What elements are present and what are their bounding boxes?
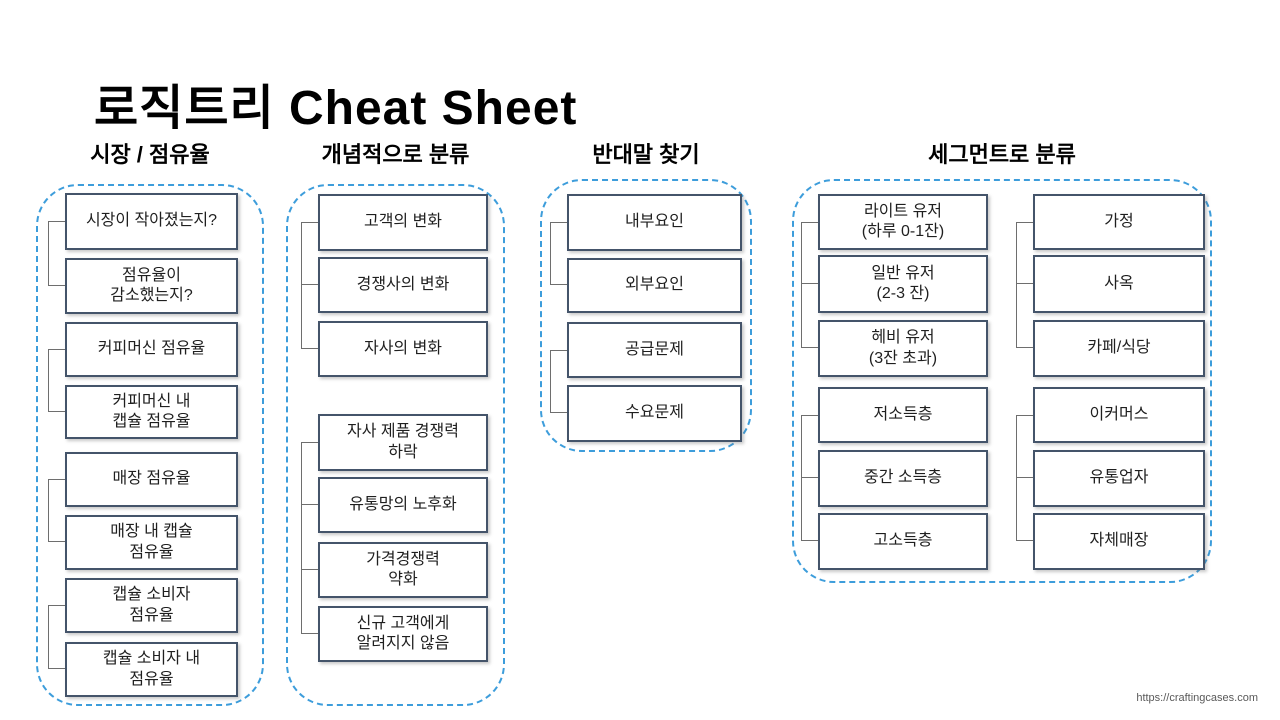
connector-bracket [801, 222, 818, 348]
footer-url: https://craftingcases.com [1136, 692, 1258, 704]
tree-node: 중간 소득층 [818, 450, 988, 507]
connector-stub [302, 504, 318, 505]
tree-node: 신규 고객에게 알려지지 않음 [318, 606, 488, 662]
tree-node: 자사의 변화 [318, 321, 488, 377]
tree-node: 공급문제 [567, 322, 742, 378]
connector-stub [1017, 477, 1033, 478]
tree-node: 유통업자 [1033, 450, 1205, 507]
connector-stub [302, 284, 318, 285]
connector-bracket [48, 479, 65, 542]
tree-node: 커피머신 내 캡슐 점유율 [65, 385, 238, 439]
connector-bracket [301, 442, 318, 634]
tree-node: 수요문제 [567, 385, 742, 442]
tree-node: 라이트 유저 (하루 0-1잔) [818, 194, 988, 250]
connector-stub [302, 569, 318, 570]
tree-container-conceptual [286, 184, 505, 706]
tree-node: 카페/식당 [1033, 320, 1205, 377]
tree-node: 이커머스 [1033, 387, 1205, 443]
column-header-opposites: 반대말 찾기 [592, 142, 700, 167]
connector-bracket [48, 605, 65, 669]
tree-node: 시장이 작아졌는지? [65, 193, 238, 250]
connector-stub [802, 477, 818, 478]
tree-container-market-share [36, 184, 264, 706]
tree-node: 유통망의 노후화 [318, 477, 488, 533]
tree-node: 자사 제품 경쟁력 하락 [318, 414, 488, 471]
connector-bracket [1016, 222, 1033, 348]
tree-node: 캡슐 소비자 내 점유율 [65, 642, 238, 697]
column-header-segments: 세그먼트로 분류 [928, 142, 1076, 167]
tree-node: 점유율이 감소했는지? [65, 258, 238, 314]
tree-node: 가정 [1033, 194, 1205, 250]
connector-bracket [801, 415, 818, 541]
connector-bracket [550, 222, 567, 285]
tree-node: 외부요인 [567, 258, 742, 313]
connector-bracket [550, 350, 567, 413]
connector-stub [802, 283, 818, 284]
tree-node: 경쟁사의 변화 [318, 257, 488, 313]
tree-node: 저소득층 [818, 387, 988, 443]
tree-node: 매장 점유율 [65, 452, 238, 507]
tree-node: 매장 내 캡슐 점유율 [65, 515, 238, 570]
connector-bracket [301, 222, 318, 349]
tree-node: 가격경쟁력 약화 [318, 542, 488, 598]
tree-node: 헤비 유저 (3잔 초과) [818, 320, 988, 377]
tree-container-opposites [540, 179, 752, 452]
tree-node: 일반 유저 (2-3 잔) [818, 255, 988, 313]
tree-node: 고객의 변화 [318, 194, 488, 251]
connector-bracket [48, 221, 65, 286]
tree-node: 캡슐 소비자 점유율 [65, 578, 238, 633]
connector-bracket [1016, 415, 1033, 541]
tree-container-segments [792, 179, 1212, 583]
column-header-conceptual: 개념적으로 분류 [321, 142, 470, 167]
tree-node: 자체매장 [1033, 513, 1205, 570]
tree-node: 고소득층 [818, 513, 988, 570]
page-title: 로직트리 Cheat Sheet [94, 82, 578, 135]
connector-bracket [48, 349, 65, 412]
tree-node: 커피머신 점유율 [65, 322, 238, 377]
connector-stub [1017, 283, 1033, 284]
tree-node: 사옥 [1033, 255, 1205, 313]
tree-node: 내부요인 [567, 194, 742, 251]
column-header-market-share: 시장 / 점유율 [90, 142, 210, 167]
